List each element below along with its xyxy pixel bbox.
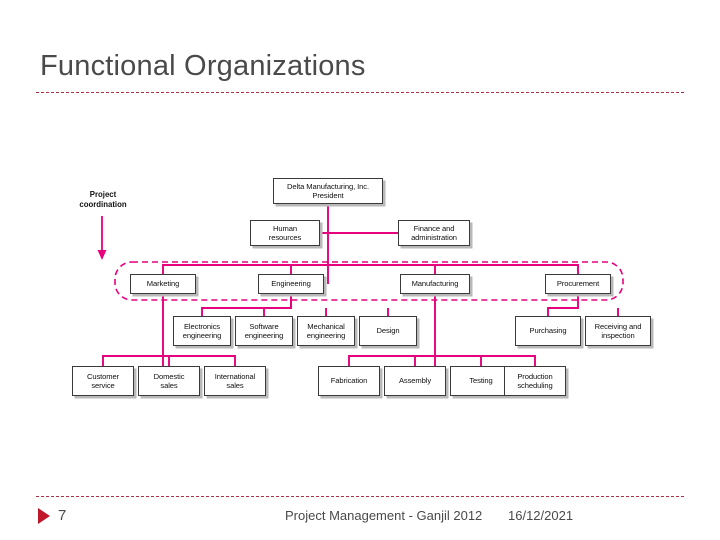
org-node-label: Fabrication [330,376,368,386]
org-node-manufacturing: Manufacturing [400,274,470,294]
org-node-fabrication: Fabrication [318,366,380,396]
page-title: Functional Organizations [40,50,366,82]
page-number: 7 [58,507,67,524]
org-node-label: Testing [469,376,493,386]
org-node-president: Delta Manufacturing, Inc.President [273,178,383,204]
functional-organization-chart: Project coordination Delta Manufacturing… [60,168,660,408]
org-node-engineering: Engineering [258,274,324,294]
project-coordination-label: Project coordination [79,190,127,209]
footer-triangle-icon [38,508,50,524]
title-divider [36,92,684,93]
org-node-marketing: Marketing [130,274,196,294]
org-node-procurement: Procurement [545,274,611,294]
org-node-label: Manufacturing [411,279,459,289]
org-node-label: Assembly [398,376,432,386]
project-coordination-boundary [114,261,624,301]
org-node-label: Engineering [271,279,311,289]
org-node-purchasing: Purchasing [515,316,581,346]
org-node-label: Delta Manufacturing, Inc.President [287,181,369,200]
footer-course-label: Project Management - Ganjil 2012 [285,508,483,523]
org-node-assembly: Assembly [384,366,446,396]
org-node-label: Procurement [556,279,600,289]
footer-date: 16/12/2021 [508,508,574,523]
org-node-testing: Testing [450,366,512,396]
org-node-design: Design [359,316,417,346]
org-node-label: Design [376,326,400,336]
org-node-label: Purchasing [529,326,567,336]
footer-divider [36,496,684,497]
org-node-label: Marketing [146,279,180,289]
org-chart-connectors [97,204,624,366]
